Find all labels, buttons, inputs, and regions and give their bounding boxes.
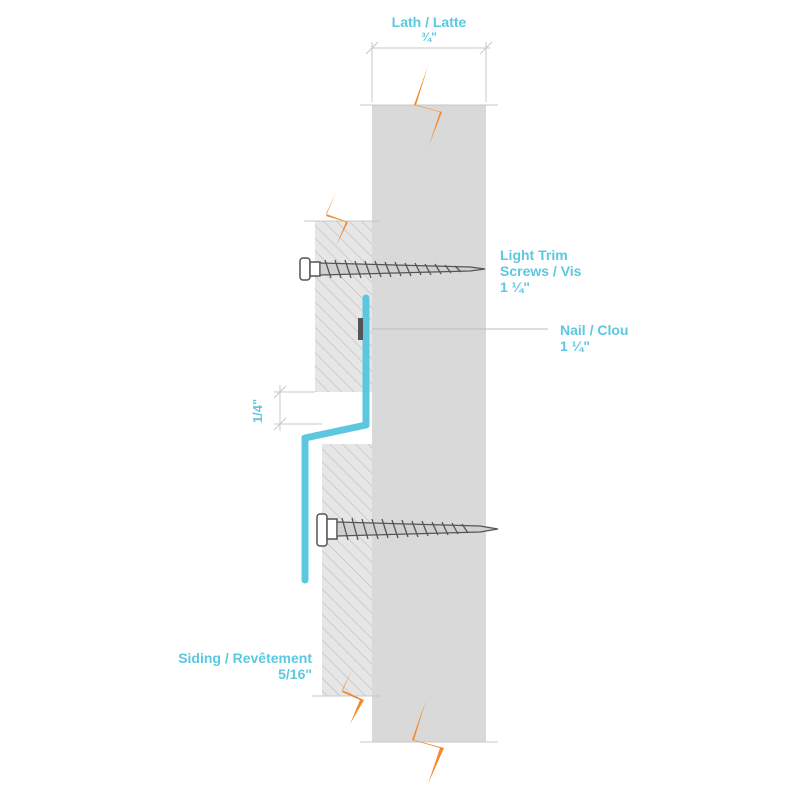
nail-size: 1 ¼" [560,338,590,354]
nail-icon [358,318,548,340]
lower-trim-screw-icon [316,513,499,547]
break-marker-wood-top-icon [326,192,348,246]
gap-dimension [273,385,322,431]
lath-title: Lath / Latte [391,14,467,30]
nail-title: Nail / Clou [560,322,629,338]
screws-label-line2: Screws / Vis [500,263,582,279]
lath-dimension [365,41,493,102]
siding-title: Siding / Revêtement [178,650,312,666]
light-trim-profile [301,294,370,584]
gap-label: 1/4" [250,398,266,424]
upper-trim-screw-icon [299,257,486,281]
siding-size: 5/16" [278,666,312,682]
break-marker-lath-bottom-icon [412,700,444,784]
siding-block [322,444,372,696]
screws-label-line1: Light Trim [500,247,568,263]
break-marker-lath-top-icon [414,66,442,148]
lath-board [372,105,486,742]
lath-size: ¾" [421,30,437,44]
screws-size: 1 ¼" [500,279,530,295]
